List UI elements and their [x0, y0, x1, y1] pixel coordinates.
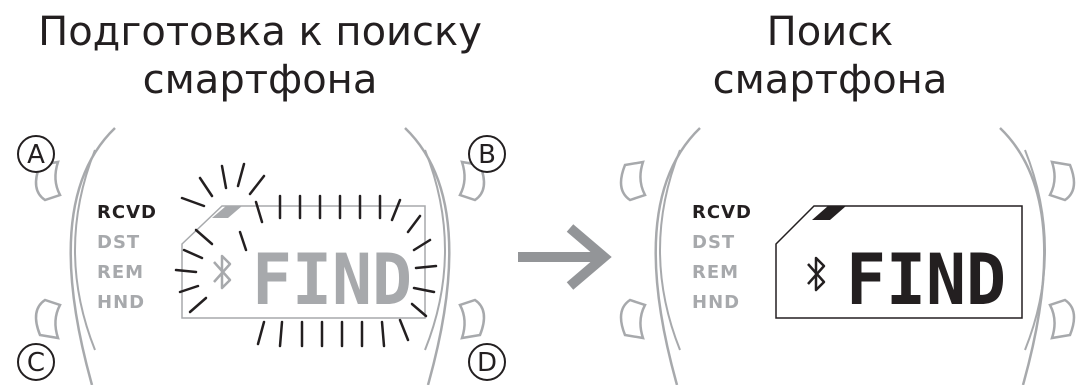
left-rcvd-indicator	[212, 206, 242, 218]
right-title-line1: Поиск	[766, 9, 894, 55]
left-watch-bezel-left	[74, 149, 96, 351]
left-mode-dst: DST	[97, 232, 140, 253]
right-rcvd-indicator	[812, 206, 846, 220]
left-mode-rem: REM	[97, 262, 144, 283]
right-mode-hnd: HND	[692, 292, 740, 313]
left-display-find: FIND	[252, 239, 412, 321]
right-button-c-lug	[619, 298, 647, 340]
left-title-line2: смартфона	[142, 57, 378, 103]
button-d-label: D	[477, 348, 497, 378]
button-a-label: A	[27, 140, 45, 170]
right-button-b-lug	[1048, 160, 1076, 202]
button-b-lug	[458, 160, 486, 202]
left-watch-bezel-right	[424, 149, 446, 351]
right-button-d-lug	[1048, 298, 1076, 340]
right-mode-rcvd: RCVD	[692, 202, 752, 223]
button-a[interactable]: A	[17, 135, 55, 173]
right-panel-title: Поиск смартфона	[680, 8, 980, 104]
left-title-line1: Подготовка к поиску	[38, 9, 482, 55]
left-watch-case-right	[404, 127, 451, 385]
button-c[interactable]: C	[17, 343, 55, 381]
indicator-blink-rays	[180, 162, 266, 208]
left-watch-case-left	[69, 127, 116, 385]
left-panel-title: Подготовка к поиску смартфона	[10, 8, 510, 104]
right-button-a-lug	[619, 160, 647, 202]
right-title-line2: смартфона	[712, 57, 948, 103]
button-d-lug	[458, 298, 486, 340]
right-watch-bezel-left	[659, 149, 681, 351]
right-watch-case-left	[654, 127, 701, 385]
left-mode-rcvd: RCVD	[97, 202, 157, 223]
right-mode-rem: REM	[692, 262, 739, 283]
right-mode-dst: DST	[692, 232, 735, 253]
button-c-label: C	[27, 348, 45, 378]
button-d[interactable]: D	[468, 343, 506, 381]
button-b[interactable]: B	[468, 135, 506, 173]
left-lcd-frame	[181, 205, 426, 319]
left-bluetooth-icon	[213, 254, 232, 290]
left-mode-hnd: HND	[97, 292, 145, 313]
right-bluetooth-icon	[807, 256, 826, 292]
right-arrow-icon	[518, 224, 612, 290]
display-blink-rays	[174, 194, 438, 348]
button-b-label: B	[478, 140, 496, 170]
button-c-lug	[34, 298, 62, 340]
right-lcd-frame	[775, 205, 1023, 319]
left-watch: A B C D RCVD DST REM HND	[17, 127, 506, 385]
right-watch: RCVD DST REM HND FIND	[619, 127, 1076, 385]
right-watch-bezel-right	[1024, 149, 1046, 351]
right-display-find: FIND	[846, 239, 1006, 321]
